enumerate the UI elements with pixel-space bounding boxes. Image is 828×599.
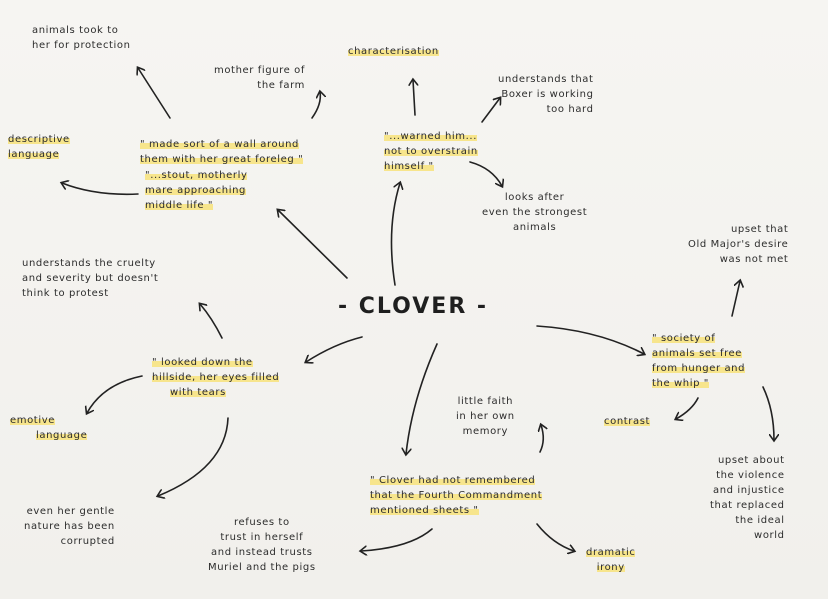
quote-fourth-commandment: " Clover had not remembered that the Fou… (370, 475, 543, 516)
quote-warned-him: "...warned him... not to overstrain hims… (384, 131, 478, 172)
note-dramatic-irony: dramatic irony (586, 547, 636, 573)
quote-stout-motherly: "...stout, motherly mare approaching mid… (145, 170, 248, 211)
note-understands-cruelty: understands the cruelty and severity but… (22, 258, 159, 299)
note-contrast: contrast (604, 416, 651, 427)
note-looks-after: looks after even the strongest animals (482, 192, 588, 233)
quote-wall-around: " made sort of a wall around them with h… (140, 139, 304, 165)
note-characterisation: characterisation (348, 46, 439, 57)
quote-looked-down: " looked down the hillside, her eyes fil… (152, 357, 280, 398)
central-title: - CLOVER - (338, 294, 489, 319)
note-understands-boxer: understands that Boxer is working too ha… (498, 74, 594, 115)
note-little-faith: little faith in her own memory (456, 396, 515, 437)
note-mother-figure: mother figure of the farm (214, 65, 306, 91)
quote-society-of-animals: " society of animals set free from hunge… (652, 333, 746, 389)
note-descriptive-language: descriptive language (8, 134, 70, 160)
note-upset-old-major: upset that Old Major's desire was not me… (688, 224, 789, 265)
note-protection: animals took to her for protection (32, 25, 131, 51)
note-emotive-language: emotive language (10, 415, 88, 441)
note-refuses-trust: refuses to trust in herself and instead … (208, 517, 316, 573)
note-upset-violence: upset about the violence and injustice t… (710, 455, 785, 541)
note-gentle-nature: even her gentle nature has been corrupte… (24, 506, 115, 547)
